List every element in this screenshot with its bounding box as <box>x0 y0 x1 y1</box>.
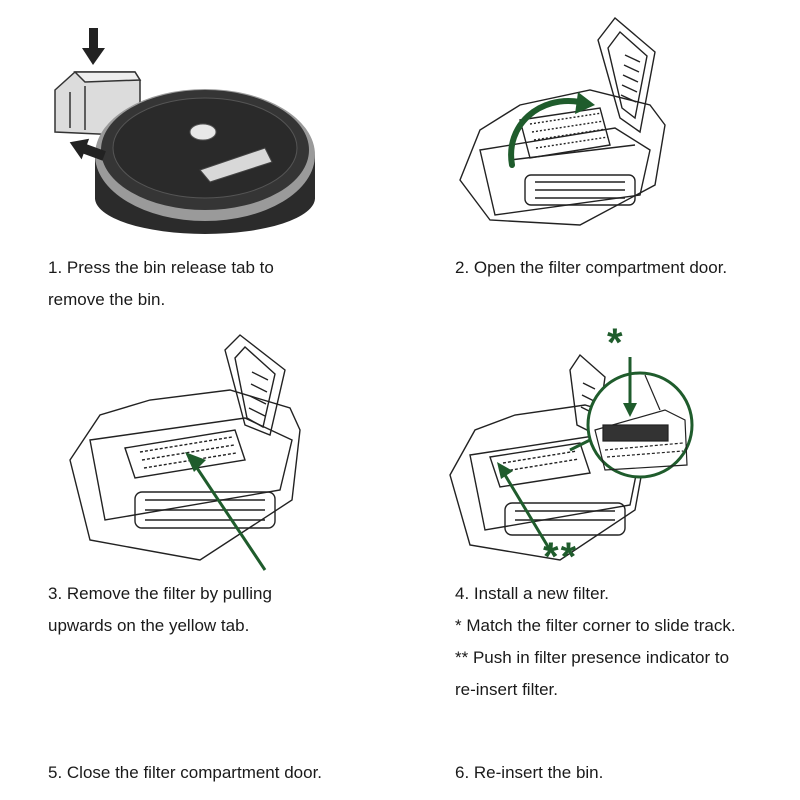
step-3-illustration <box>60 330 320 580</box>
robot-vacuum <box>95 89 315 234</box>
caption-line: remove the bin. <box>48 290 166 309</box>
zoom-detail <box>594 374 688 471</box>
presence-arrow-head-icon <box>497 462 513 479</box>
caption-line: upwards on the yellow tab. <box>48 616 250 635</box>
caption-line: * Match the filter corner to slide track… <box>455 616 736 635</box>
step-3-caption: 3. Remove the filter by pulling upwards … <box>48 578 272 642</box>
down-arrow-icon <box>82 28 105 65</box>
bin-outline <box>69 389 301 561</box>
caption-line: 4. Install a new filter. <box>455 584 610 603</box>
pull-arrow-head-icon <box>185 452 206 472</box>
caption-line: ** Push in filter presence indicator to <box>455 648 730 667</box>
caption-line: 6. Re-insert the bin. <box>455 763 604 782</box>
filter-grid <box>489 442 591 488</box>
step-5-caption: 5. Close the filter compartment door. <box>48 757 322 789</box>
double-asterisk-marker: ** <box>543 535 579 579</box>
step-2-caption: 2. Open the filter compartment door. <box>455 252 727 284</box>
step-4-illustration: * ** <box>445 321 695 579</box>
insert-arrow-head-icon <box>623 403 637 417</box>
step-2-illustration <box>450 10 690 245</box>
step-1-caption: 1. Press the bin release tab to remove t… <box>48 252 274 316</box>
caption-line: 1. Press the bin release tab to <box>48 258 274 277</box>
filter-door <box>597 16 656 134</box>
caption-line: 3. Remove the filter by pulling <box>48 584 272 603</box>
single-asterisk-marker: * <box>607 321 623 365</box>
caption-line: 5. Close the filter compartment door. <box>48 763 323 782</box>
filter-grid <box>519 107 611 159</box>
step-4-caption: 4. Install a new filter. * Match the fil… <box>455 578 736 706</box>
caption-line: 2. Open the filter compartment door. <box>455 258 728 277</box>
caption-line: re-insert filter. <box>455 680 558 699</box>
step-1-illustration <box>40 20 320 240</box>
open-arrow-head-icon <box>575 92 595 114</box>
zoom-connector <box>569 438 591 452</box>
step-6-caption: 6. Re-insert the bin. <box>455 757 603 789</box>
bin-outline <box>459 89 666 226</box>
out-arrow-icon <box>69 138 106 161</box>
insert-arrow-icon <box>503 357 632 551</box>
filter-grid <box>124 429 246 479</box>
pull-arrow-icon <box>193 464 267 571</box>
open-arrow-icon <box>508 98 583 168</box>
filter-door <box>224 334 286 436</box>
